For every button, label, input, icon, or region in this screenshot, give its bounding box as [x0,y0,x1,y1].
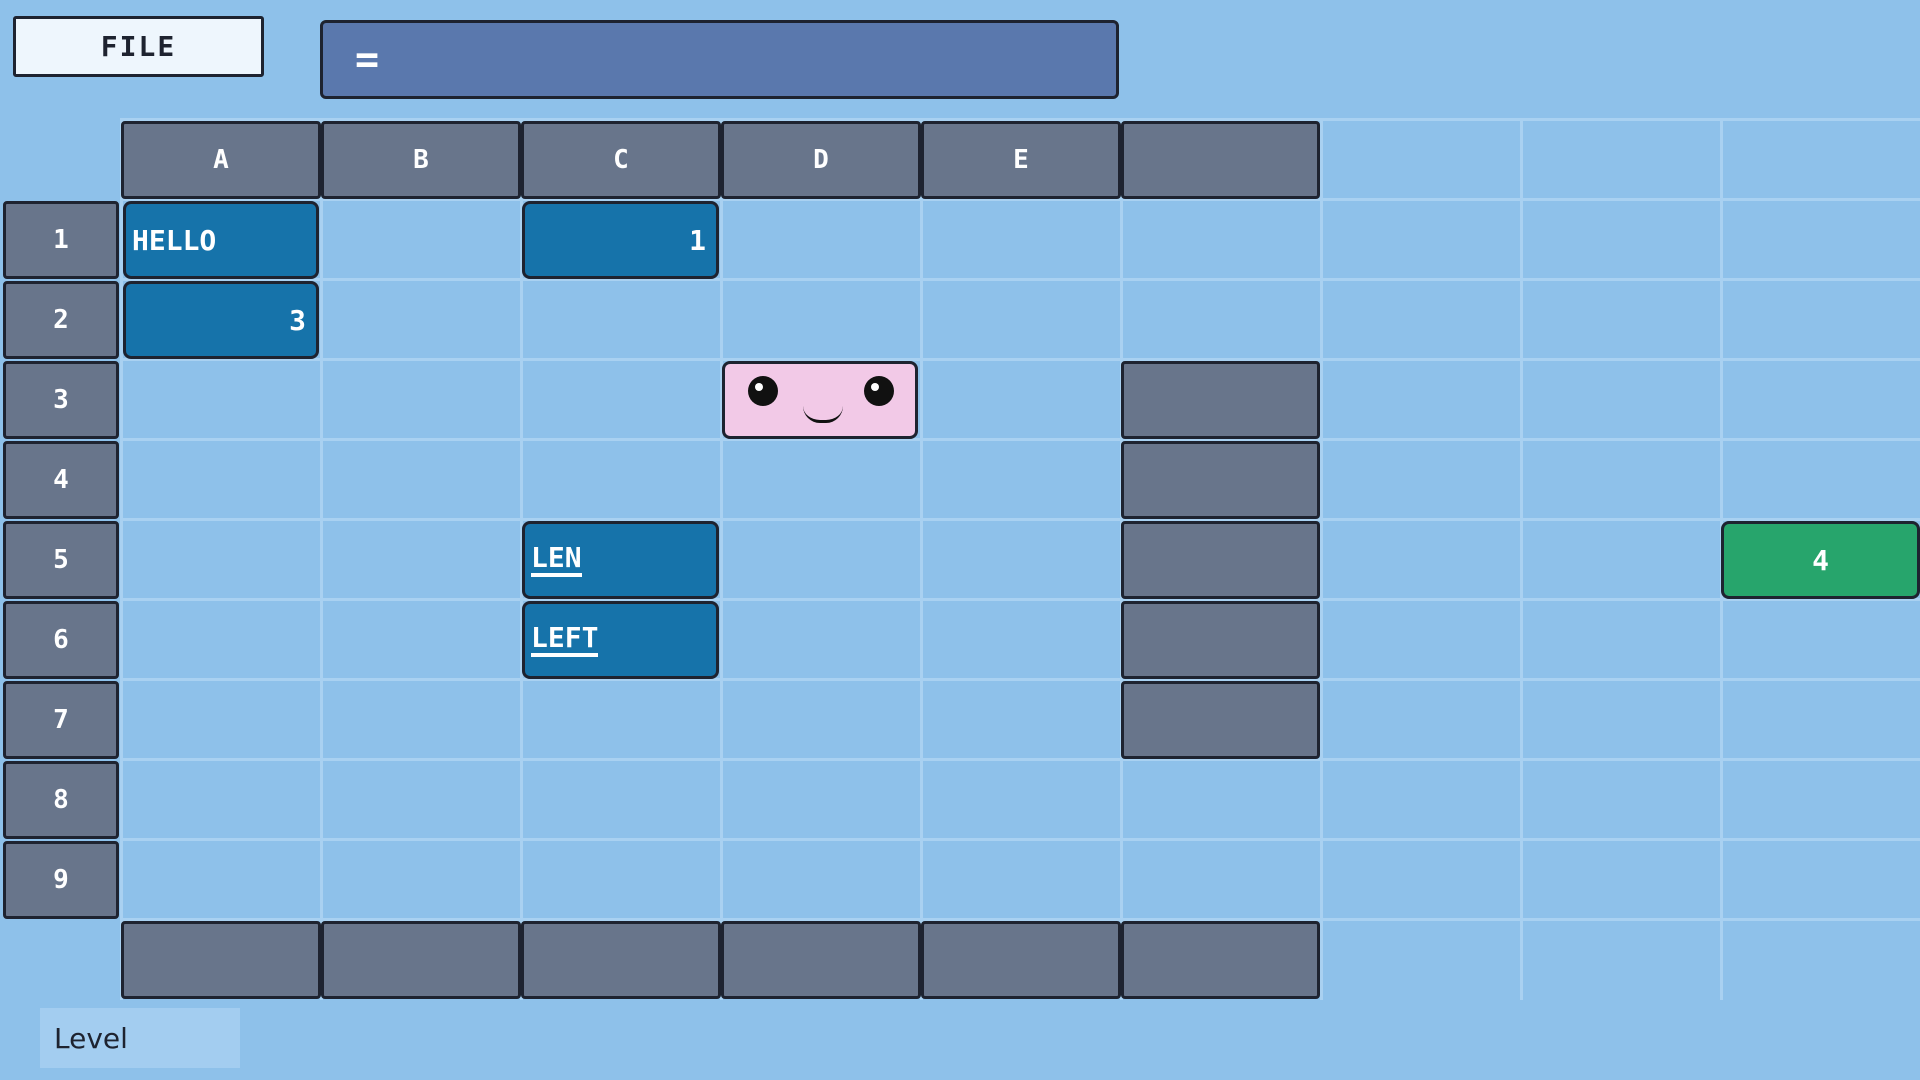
grid-line-horizontal [120,278,1920,281]
grid-line-horizontal [120,438,1920,441]
function-len-label: LEN [531,543,582,577]
slot-f3[interactable] [1121,361,1320,439]
row-header-6[interactable]: 6 [3,601,119,679]
grid-line-horizontal [120,678,1920,681]
smiley-character[interactable] [722,361,918,439]
row-header-7[interactable]: 7 [3,681,119,759]
row-header-3[interactable]: 3 [3,361,119,439]
grid-line-horizontal [120,198,1920,201]
slot-f7[interactable] [1121,681,1320,759]
column-header-d[interactable]: D [721,121,921,199]
row-header-1[interactable]: 1 [3,201,119,279]
bottom-slot-a[interactable] [121,921,321,999]
bottom-slot-f[interactable] [1121,921,1320,999]
smile-icon [803,406,843,423]
output-value: 4 [1812,543,1829,577]
cell-c1-value: 1 [689,223,706,257]
slot-f6[interactable] [1121,601,1320,679]
grid-line-vertical [120,118,123,1000]
bottom-slot-c[interactable] [521,921,721,999]
cell-a1[interactable]: HELLO [123,201,319,279]
column-header-a[interactable]: A [121,121,321,199]
grid-line-horizontal [120,918,1920,921]
row-header-2[interactable]: 2 [3,281,119,359]
function-left-tile[interactable]: LEFT [522,601,719,679]
grid-line-vertical [520,118,523,1000]
grid-line-horizontal [120,758,1920,761]
formula-text: = [355,36,380,83]
function-left-label: LEFT [531,623,599,657]
cell-a2[interactable]: 3 [123,281,319,359]
row-header-8[interactable]: 8 [3,761,119,839]
column-header-e[interactable]: E [921,121,1121,199]
grid-line-vertical [920,118,923,1000]
row-header-5[interactable]: 5 [3,521,119,599]
grid-line-vertical [320,118,323,1000]
left-eye-icon [748,376,778,406]
row-header-9[interactable]: 9 [3,841,119,919]
level-label: Level [40,1008,240,1068]
grid-line-vertical [1520,118,1523,1000]
bottom-slot-b[interactable] [321,921,521,999]
cell-a1-value: HELLO [132,223,217,257]
slot-f5[interactable] [1121,521,1320,599]
file-button[interactable]: FILE [13,16,264,77]
grid-line-horizontal [120,838,1920,841]
right-eye-icon [864,376,894,406]
column-header-c[interactable]: C [521,121,721,199]
cell-c1[interactable]: 1 [522,201,719,279]
row-header-4[interactable]: 4 [3,441,119,519]
bottom-slot-e[interactable] [921,921,1121,999]
grid-line-horizontal [120,118,1920,121]
column-header-b[interactable]: B [321,121,521,199]
slot-f4[interactable] [1121,441,1320,519]
output-cell[interactable]: 4 [1721,521,1920,599]
grid-line-vertical [1320,118,1323,1000]
grid-line-horizontal [120,598,1920,601]
column-header-blank[interactable] [1121,121,1320,199]
bottom-slot-d[interactable] [721,921,921,999]
formula-bar[interactable]: = [320,20,1119,99]
grid-line-horizontal [120,358,1920,361]
grid-line-horizontal [120,518,1920,521]
grid-line-vertical [720,118,723,1000]
function-len-tile[interactable]: LEN [522,521,719,599]
cell-a2-value: 3 [289,303,306,337]
